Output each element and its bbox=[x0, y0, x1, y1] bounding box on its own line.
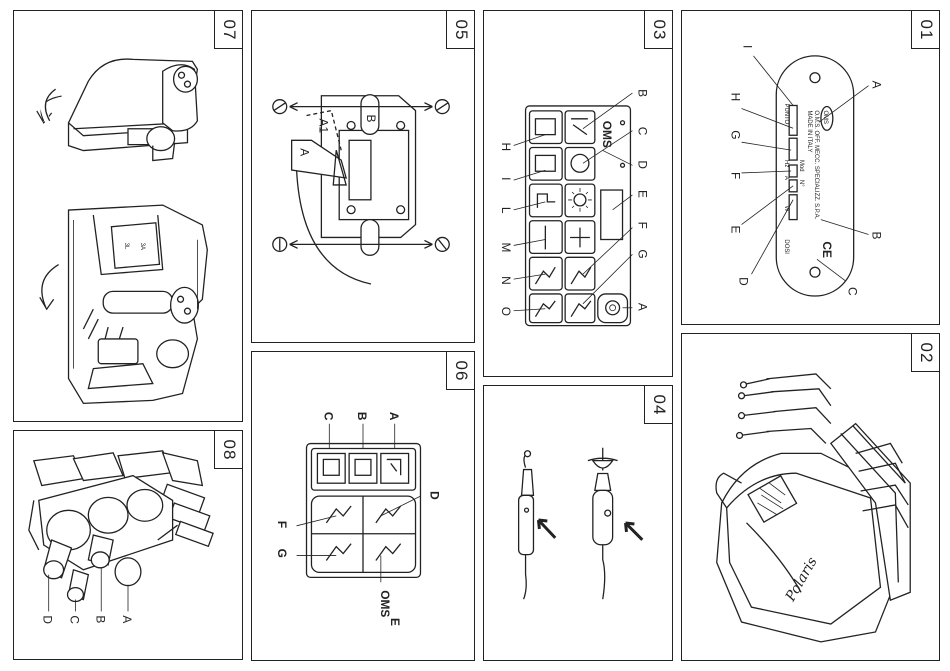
svg-text:B: B bbox=[355, 412, 369, 421]
panel-03-drawing: OMS B C D E F G A H I L M N O bbox=[484, 11, 672, 376]
handpiece-right-illustration bbox=[588, 448, 618, 599]
svg-text:3L: 3L bbox=[123, 243, 129, 250]
panel-07: 07 3L 3A bbox=[13, 10, 243, 422]
svg-text:B: B bbox=[93, 615, 107, 623]
panel-06: 06 OMS C B A D E F G E bbox=[251, 351, 475, 661]
svg-text:D: D bbox=[427, 491, 441, 500]
panel-02-drawing: Polaris bbox=[682, 334, 939, 660]
svg-text:G: G bbox=[275, 549, 289, 558]
valve-block-illustration bbox=[29, 451, 213, 602]
panel-05-drawing: A1 A B bbox=[252, 11, 474, 342]
closed-unit-illustration bbox=[69, 59, 198, 160]
svg-text:C: C bbox=[846, 287, 860, 296]
svg-text:Hz: Hz bbox=[783, 160, 789, 167]
svg-text:B: B bbox=[635, 89, 649, 97]
svg-text:OMS: OMS bbox=[378, 590, 392, 617]
svg-text:OMS: OMS bbox=[600, 121, 614, 148]
rotate-arrow-icon bbox=[40, 265, 59, 310]
svg-text:D: D bbox=[737, 277, 751, 286]
svg-text:F: F bbox=[635, 222, 649, 229]
svg-text:G: G bbox=[635, 249, 649, 258]
svg-text:H: H bbox=[499, 143, 513, 152]
panel-04: 04 bbox=[483, 385, 673, 661]
svg-text:A: A bbox=[635, 303, 649, 311]
panel-02: 02 Polaris bbox=[681, 333, 940, 661]
svg-text:B: B bbox=[870, 232, 884, 240]
svg-text:A: A bbox=[387, 412, 401, 421]
panel-07-drawing: 3L 3A bbox=[14, 11, 242, 421]
svg-text:B: B bbox=[364, 115, 378, 123]
svg-text:E: E bbox=[388, 618, 402, 626]
svg-text:G: G bbox=[729, 130, 743, 139]
svg-text:PUNTO: PUNTO bbox=[783, 103, 789, 124]
panel-03: 03 OMS bbox=[483, 10, 673, 377]
svg-text:C: C bbox=[68, 615, 82, 624]
svg-text:N: N bbox=[499, 276, 513, 285]
dental-unit-illustration bbox=[716, 374, 910, 642]
svg-text:E: E bbox=[729, 226, 743, 234]
svg-text:C: C bbox=[635, 127, 649, 136]
svg-text:A: A bbox=[783, 176, 789, 180]
panel-04-drawing bbox=[484, 386, 672, 660]
svg-text:A: A bbox=[870, 81, 884, 89]
svg-text:O: O bbox=[499, 307, 513, 316]
svg-text:D: D bbox=[635, 160, 649, 169]
handpiece-left-illustration bbox=[519, 451, 534, 599]
svg-text:DOSI: DOSI bbox=[783, 239, 789, 254]
svg-text:I: I bbox=[741, 45, 755, 48]
svg-text:OMS: OMS bbox=[822, 110, 828, 124]
svg-text:CE: CE bbox=[820, 241, 834, 258]
svg-text:MADE IN ITALY: MADE IN ITALY bbox=[806, 110, 812, 152]
svg-text:H: H bbox=[729, 93, 743, 102]
svg-text:M: M bbox=[499, 242, 513, 252]
svg-text:C: C bbox=[321, 412, 335, 421]
svg-text:A: A bbox=[120, 615, 134, 623]
opened-unit-illustration: 3L 3A bbox=[69, 205, 208, 403]
svg-text:O.M.S. OFF. MECC. SPECIALIZZ.: O.M.S. OFF. MECC. SPECIALIZZ. S.P.A. bbox=[813, 110, 819, 219]
panel-08-drawing: D C B A bbox=[14, 431, 242, 659]
panel-01: 01 OMS O.M.S. OFF. MECC. SPECIALIZZ. S.P… bbox=[681, 10, 940, 325]
svg-text:A1: A1 bbox=[316, 119, 330, 134]
arrow-icon bbox=[625, 523, 642, 540]
svg-text:3A: 3A bbox=[139, 243, 145, 250]
svg-text:A: A bbox=[298, 148, 312, 156]
panel-05: 05 A1 A B bbox=[251, 10, 475, 343]
panel-06-drawing: OMS C B A D E F G E bbox=[252, 352, 474, 660]
svg-text:L: L bbox=[499, 207, 513, 214]
panel-08: 08 D C B A bbox=[13, 430, 243, 660]
svg-text:N°: N° bbox=[798, 180, 804, 187]
svg-text:I: I bbox=[499, 177, 513, 180]
svg-text:D: D bbox=[41, 615, 55, 624]
arrow-icon bbox=[538, 520, 555, 538]
svg-text:Mod: Mod bbox=[798, 160, 804, 172]
svg-text:F: F bbox=[729, 172, 743, 179]
svg-text:E: E bbox=[635, 190, 649, 198]
panel-01-drawing: OMS O.M.S. OFF. MECC. SPECIALIZZ. S.P.A.… bbox=[682, 11, 939, 324]
svg-text:F: F bbox=[275, 521, 289, 528]
